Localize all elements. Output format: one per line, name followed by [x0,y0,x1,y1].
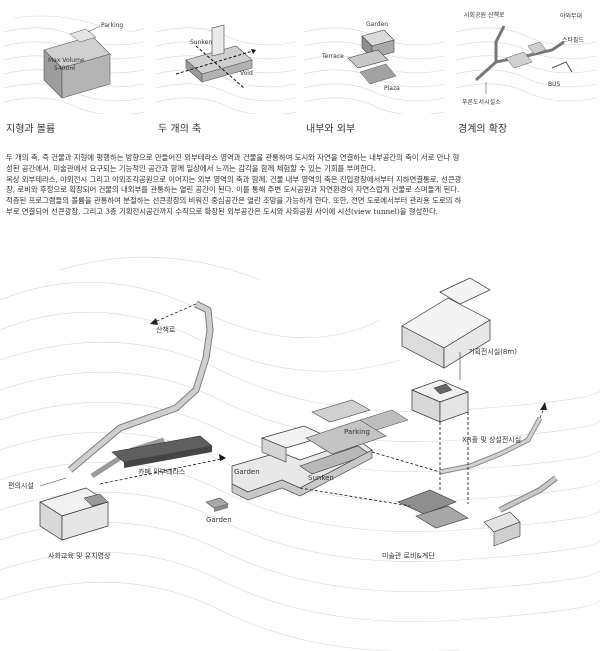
xr-hall [411,379,469,423]
lobby-stairs [397,475,558,547]
amphitheater-label: 야외무대 [560,12,582,20]
boundary-extension-diagram: 사회공원 산책로 야외무대 스타필드 BUS 푸른도서시설소 [456,11,596,106]
starfield-label: 스타필드 [562,36,585,44]
lobby-label: 미술관 로비&계단 [382,551,435,560]
paragraph-line: 적층된 프로그램들의 볼륨을 관통하여 분절하는 선큰광장의 비워진 중심공간은… [6,196,462,206]
paragraph-line: 부로 연결되어 선큰광장, 그리고 3층 기획전시공간까지 수직으로 확장된 외… [6,206,439,216]
cafe-terrace-label: 카페 외부테라스 [138,467,186,476]
terrace-label: Terrace [321,53,344,60]
caption-inside-outside: 내부와 외부 [306,124,356,135]
library-label: 푸른도서시설소 [462,98,501,106]
exploded-axonometric-diagram: 산책로 카페 외부테라스 편의시설 사회교육 및 유치영상 Garden Gar… [0,256,600,651]
trail-diagram-label: 산책로 [156,325,176,334]
axis-lines [99,412,469,507]
terrain-volume-diagram: Parking Max Volume 5400㎡ [4,15,144,114]
caption-two-axes: 두 개의 축 [158,124,202,135]
parking-diagram-label: Parking [344,428,370,436]
sunken-diagram-label: Sunken [308,474,334,482]
max-volume-label: Max Volume [48,57,85,64]
education-label: 사회교육 및 유치영상 [48,551,111,560]
void-label: Void [240,70,253,77]
concept-thumbnails: Parking Max Volume 5400㎡ Sunken Void [0,0,600,140]
description-paragraph: 두 개의 축, 즉 건물과 지형에 평행하는 방향으로 만들어진 외부테라스 영… [6,153,596,218]
panel-inside-outside: Garden Terrace Plaza [304,2,444,114]
paragraph-line: 성된 공간에서, 미술관에서 요구되는 기능적인 공간과 함께 일상에서 느끼는… [6,163,376,173]
exhibition-hall [401,277,491,380]
trail-label: 사회공원 산책로 [464,11,505,19]
xr-hall-label: XR홀 및 상설전시실 [462,435,521,444]
area-label: 5400㎡ [54,64,75,72]
panel-terrain-volume: Parking Max Volume 5400㎡ [4,2,144,114]
plaza-label: Plaza [384,85,400,92]
parking-label: Parking [101,22,123,29]
paragraph-line: 장, 로비와 후정으로 확장되어 건물의 내외부를 관통하는 열린 공간이 된다… [6,185,460,195]
garden-label: Garden [366,21,388,28]
paragraph-line: 옥상 외부테라스, 야외전시 그리고 야외조각공원으로 이어지는 외부 영역의 … [6,174,462,184]
garden-label-lower: Garden [206,516,232,524]
panel-two-axes: Sunken Void [156,2,296,114]
paragraph-line: 두 개의 축, 즉 건물과 지형에 평행하는 방향으로 만들어진 외부테라스 영… [6,153,460,162]
caption-terrain-volume: 지형과 볼륨 [6,124,56,135]
inside-outside-diagram: Garden Terrace Plaza [304,21,444,114]
sunken-volume [231,425,373,501]
two-axes-diagram: Sunken Void [156,24,296,114]
sunken-label: Sunken [190,39,212,46]
education-building [39,487,109,541]
garden-label-upper: Garden [234,468,260,476]
caption-boundary-extension: 경계의 확장 [458,124,508,135]
panel-boundary-extension: 사회공원 산책로 야외무대 스타필드 BUS 푸른도서시설소 [456,2,596,114]
parking-plane [305,399,409,455]
store-label: 편의시설 [8,481,34,490]
bus-label: BUS [548,81,561,88]
exhibition-label: 기획전시실(8m) [468,347,517,356]
